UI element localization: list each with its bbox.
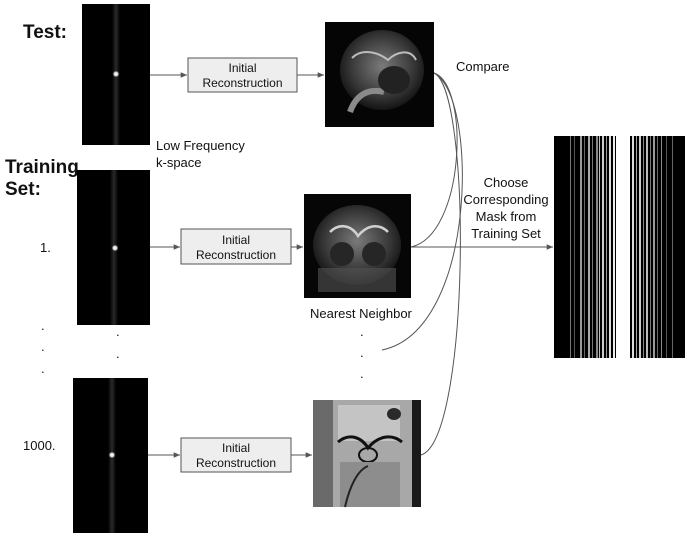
mask-line: [636, 136, 637, 358]
training-label-line2: Set:: [5, 179, 41, 200]
kspace-image-test: [82, 4, 150, 145]
box-line1: Initial: [222, 441, 250, 455]
ellipsis-dot: .: [360, 345, 364, 360]
mask-line: [602, 136, 604, 358]
sampling-mask-image: [554, 136, 685, 358]
ellipsis-dot: .: [116, 346, 120, 361]
mask-line: [672, 136, 673, 358]
ellipsis-dot: .: [360, 324, 364, 339]
mask-line: [599, 136, 600, 358]
choose-label-line3: Mask from: [476, 209, 537, 224]
mask-line: [584, 136, 585, 358]
flow-arrows: [148, 72, 553, 458]
kspace-label: k-space: [156, 155, 202, 170]
kspace-image-training-1: [77, 170, 150, 325]
mask-line: [574, 136, 575, 358]
mask-line: [580, 136, 582, 358]
mask-line: [613, 136, 615, 358]
mask-line: [661, 136, 662, 358]
mask-line: [666, 136, 667, 358]
initial-reconstruction-box-training-1: Initial Reconstruction: [180, 228, 292, 265]
mask-line: [570, 136, 571, 358]
training-label-line1: Training: [5, 157, 79, 178]
mask-line: [609, 136, 611, 358]
ellipsis-dot: .: [116, 324, 120, 339]
mask-line: [639, 136, 641, 358]
box-line2: Reconstruction: [196, 248, 276, 262]
initial-reconstruction-box-training-1000: Initial Reconstruction: [180, 437, 292, 473]
nearest-neighbor-label: Nearest Neighbor: [310, 306, 413, 321]
mask-line: [643, 136, 644, 358]
index-first-label: 1.: [40, 240, 51, 255]
test-label: Test:: [23, 22, 67, 43]
ellipsis-dot: .: [41, 318, 45, 333]
mask-line: [616, 136, 630, 358]
mask-line: [650, 136, 651, 358]
box-line2: Reconstruction: [196, 456, 276, 470]
box-line1: Initial: [228, 61, 256, 75]
choose-label-line1: Choose: [484, 175, 529, 190]
mask-line: [588, 136, 590, 358]
mask-line: [632, 136, 634, 358]
mask-line: [606, 136, 607, 358]
box-line1: Initial: [222, 233, 250, 247]
ellipsis-dot: .: [41, 339, 45, 354]
ellipsis-dot: .: [360, 366, 364, 381]
mask-line: [657, 136, 658, 358]
reconstruction-image-test: [325, 22, 434, 127]
reconstruction-image-training-1: [304, 194, 411, 298]
mask-line: [592, 136, 593, 358]
choose-label-line4: Training Set: [471, 226, 541, 241]
reconstruction-image-training-1000: [313, 400, 421, 508]
box-line2: Reconstruction: [202, 76, 282, 90]
compare-label: Compare: [456, 59, 509, 74]
initial-reconstruction-box-test: Initial Reconstruction: [187, 57, 298, 93]
mask-line: [653, 136, 655, 358]
mask-line: [646, 136, 648, 358]
mask-line: [596, 136, 598, 358]
choose-label-line2: Corresponding: [463, 192, 548, 207]
index-last-label: 1000.: [23, 438, 56, 453]
low-frequency-label: Low Frequency: [156, 138, 245, 153]
ellipsis-dot: .: [41, 361, 45, 376]
kspace-image-training-1000: [73, 378, 148, 533]
